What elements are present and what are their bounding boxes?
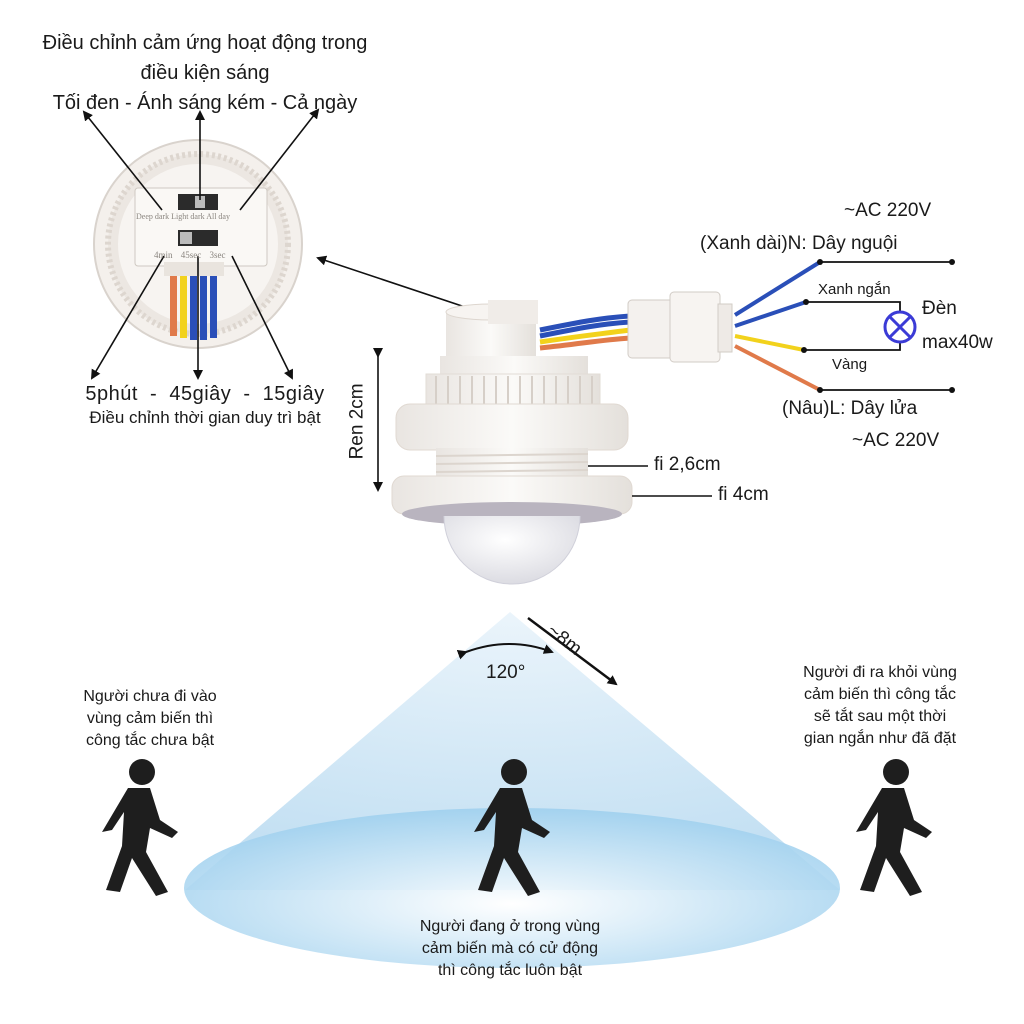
caption-center: Người đang ở trong vùng cảm biến mà có c… — [380, 916, 640, 982]
lamp-label: Đèn — [922, 298, 957, 319]
face-time-labels: 4min 45sec 3sec — [154, 250, 226, 261]
sensor-product — [391, 291, 733, 585]
caption-right-line1: Người đi ra khỏi vùng — [803, 664, 957, 681]
face-label-45sec: 45sec — [180, 250, 202, 260]
person-left-icon — [102, 759, 178, 896]
caption-left-line2: vùng cảm biến thì — [86, 710, 214, 727]
caption-right: Người đi ra khỏi vùng cảm biến thì công … — [780, 662, 980, 750]
light-label-line3: Tối đen - Ánh sáng kém - Cả ngày — [52, 92, 358, 114]
lamp-max-label: max40w — [922, 332, 993, 353]
caption-left-line1: Người chưa đi vào — [83, 688, 217, 705]
hold-time-options: 5phút - 45giây - 15giây — [85, 383, 325, 405]
person-right-icon — [856, 759, 932, 896]
light-label-line2: điều kiện sáng — [140, 62, 270, 84]
person-center-icon — [474, 759, 550, 896]
ac-top-label: ~AC 220V — [844, 200, 932, 221]
face-label-light-dark: Light dark — [171, 212, 205, 221]
light-label-line1: Điều chỉnh cảm ứng hoạt động trong — [42, 32, 368, 54]
distance-arrow — [527, 617, 618, 686]
caption-center-line2: cảm biến mà có cử động — [421, 940, 599, 957]
face-label-3sec: 3sec — [209, 250, 226, 260]
outer-diameter-label: fi 4cm — [718, 484, 769, 505]
coverage-cone — [184, 612, 840, 968]
angle-label: 120° — [486, 662, 526, 683]
face-label-all-day: All day — [206, 212, 230, 221]
short-blue-label: Xanh ngắn — [818, 281, 891, 298]
yellow-wire-label: Vàng — [832, 356, 868, 373]
caption-left: Người chưa đi vào vùng cảm biến thì công… — [50, 686, 250, 752]
face-label-4min: 4min — [154, 250, 173, 260]
light-sensitivity-label: Điều chỉnh cảm ứng hoạt động trong điều … — [0, 28, 410, 118]
caption-right-line2: cảm biến thì công tắc — [803, 686, 957, 703]
thread-length-label: Ren 2cm — [346, 383, 368, 460]
inner-diameter-label: fi 2,6cm — [654, 454, 721, 475]
caption-right-line4: gian ngắn như đã đặt — [803, 730, 957, 747]
hold-time-label: 5phút - 45giây - 15giây Điều chỉnh thời … — [40, 382, 370, 428]
wiring-schematic — [733, 259, 955, 393]
sensor-face-closeup — [93, 139, 303, 349]
face-label-deep-dark: Deep dark — [136, 212, 170, 221]
neutral-wire-label: (Xanh dài)N: Dây nguội — [700, 233, 898, 254]
ac-bottom-label: ~AC 220V — [852, 430, 940, 451]
lamp-symbol — [883, 310, 917, 344]
caption-right-line3: sẽ tắt sau một thời — [813, 708, 947, 725]
caption-center-line3: thì công tắc luôn bật — [437, 962, 583, 979]
hold-time-caption: Điều chỉnh thời gian duy trì bật — [89, 408, 321, 427]
caption-center-line1: Người đang ở trong vùng — [419, 918, 601, 935]
caption-left-line3: công tắc chưa bật — [85, 732, 215, 749]
angle-arc — [456, 643, 554, 660]
live-wire-label: (Nâu)L: Dây lửa — [782, 398, 918, 419]
face-light-labels: Deep dark Light dark All day — [136, 212, 230, 222]
